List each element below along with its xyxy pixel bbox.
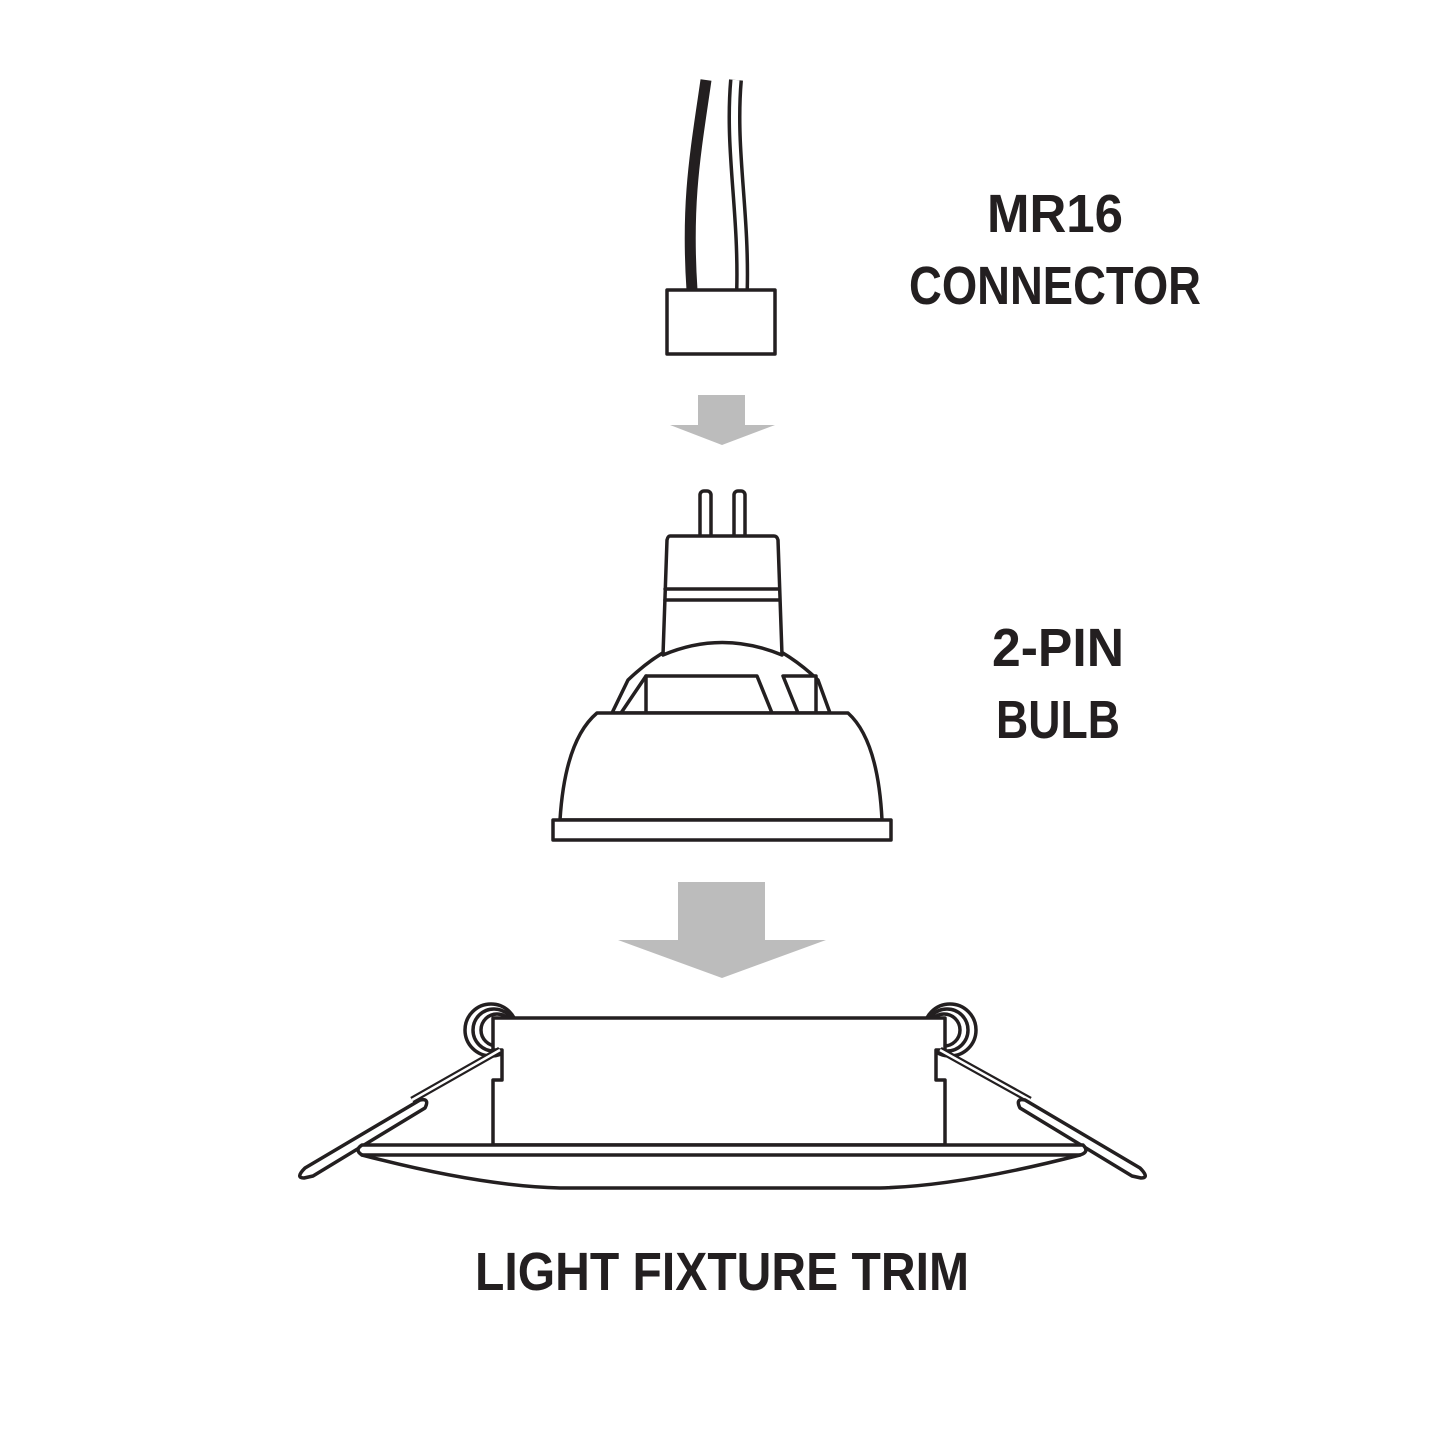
connector-label-line2: CONNECTOR <box>909 256 1201 316</box>
trim-housing <box>491 1016 947 1147</box>
bulb-label-line1: 2-PIN <box>992 618 1124 678</box>
bulb-base <box>661 534 784 657</box>
down-arrow-1 <box>670 395 775 445</box>
trim-flange <box>356 1143 1088 1190</box>
bulb-window <box>619 674 774 715</box>
down-arrow-2 <box>618 882 826 978</box>
trim-label: LIGHT FIXTURE TRIM <box>475 1242 969 1302</box>
bulb-rim <box>551 818 893 842</box>
connector-label-line1: MR16 <box>987 184 1123 244</box>
mr16-connector <box>665 79 777 356</box>
black-wire <box>684 79 712 291</box>
clip-left-handle <box>298 1097 429 1180</box>
clip-right-handle <box>1016 1097 1147 1180</box>
light-fixture-trim <box>298 1002 1147 1190</box>
bulb-reflector <box>558 711 884 822</box>
bulb-pin-left <box>698 489 713 543</box>
connector-housing <box>665 288 777 356</box>
bulb-pin-right <box>732 489 747 543</box>
bulb-label-line2: BULB <box>996 690 1120 750</box>
two-pin-bulb <box>551 489 893 842</box>
